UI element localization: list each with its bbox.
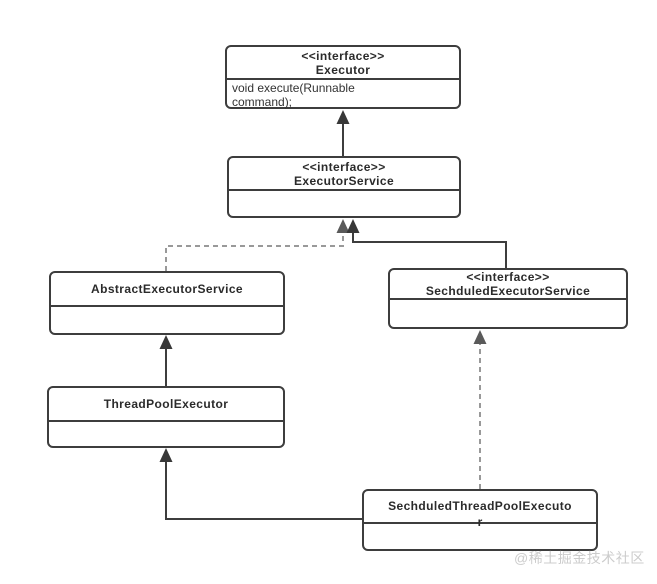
arrowhead-icon (159, 448, 173, 462)
class-node-sechduled-thread-pool-executor: SechduledThreadPoolExecuto r (362, 489, 598, 551)
class-members (49, 422, 283, 423)
class-name: AbstractExecutorService (91, 281, 243, 296)
class-members (229, 191, 459, 192)
class-members (390, 300, 626, 301)
class-title: <<interface>> ExecutorService (229, 158, 459, 191)
class-members (51, 307, 283, 308)
arrowhead-icon (346, 219, 360, 233)
watermark: @稀土掘金技术社区 (514, 550, 645, 566)
class-title: <<interface>> Executor (227, 47, 459, 80)
class-name: SechduledThreadPoolExecuto (388, 499, 572, 513)
class-title: AbstractExecutorService (51, 273, 283, 307)
edge-abstractexecutorservice-implements-executorservice (165, 219, 350, 271)
class-node-executor: <<interface>> Executor void execute(Runn… (225, 45, 461, 109)
class-name: Executor (315, 62, 371, 77)
class-members: void execute(Runnable command); (227, 80, 459, 109)
class-title: <<interface>> SechduledExecutorService (390, 270, 626, 300)
edge-line (165, 233, 344, 271)
class-node-abstract-executor-service: AbstractExecutorService (49, 271, 285, 335)
edge-line (165, 462, 362, 520)
arrowhead-icon (336, 219, 350, 233)
class-name: SechduledExecutorService (425, 284, 591, 298)
class-name: ExecutorService (293, 173, 395, 188)
member-line: void execute(Runnable (232, 81, 355, 95)
stereotype-label: <<interface>> (302, 159, 386, 174)
edge-sechduledexecutorservice-extends-executorservice (346, 219, 507, 268)
edge-executorservice-extends-executor (336, 110, 350, 156)
edge-line (352, 233, 507, 268)
arrowhead-icon (336, 110, 350, 124)
arrowhead-icon (159, 335, 173, 349)
stereotype-label: <<interface>> (301, 48, 385, 63)
edge-threadpoolexecutor-extends-abstractexecutorservice (159, 335, 173, 386)
edge-sechduledthreadpoolexecutor-extends-threadpoolexecutor (159, 448, 362, 520)
member-line: command); (232, 95, 293, 109)
class-node-executor-service: <<interface>> ExecutorService (227, 156, 461, 218)
class-name: ThreadPoolExecutor (103, 396, 229, 411)
edge-sechduledthreadpoolexecutor-implements-sechduledexecutorservice (473, 330, 487, 489)
stereotype-label: <<interface>> (466, 270, 550, 284)
class-name-overflow: r (477, 515, 483, 529)
class-title: ThreadPoolExecutor (49, 388, 283, 422)
class-title: SechduledThreadPoolExecuto (364, 491, 596, 524)
class-node-thread-pool-executor: ThreadPoolExecutor (47, 386, 285, 448)
arrowhead-icon (473, 330, 487, 344)
class-node-sechduled-executor-service: <<interface>> SechduledExecutorService (388, 268, 628, 329)
